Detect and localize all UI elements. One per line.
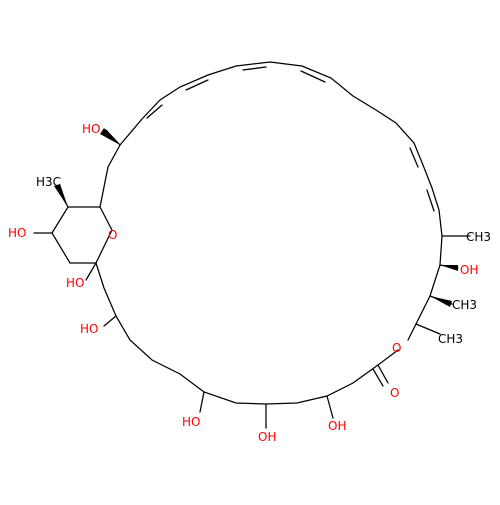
oh-bond-anomeric [85, 262, 97, 281]
wedge-ring-methyl [54, 184, 68, 207]
oh-bond-b1 [199, 391, 205, 413]
ho-anomeric-label: HO [66, 276, 84, 290]
double-bond-5 [409, 147, 419, 168]
wedge-right-methyl [430, 296, 452, 307]
carbonyl-bond-a [377, 364, 389, 384]
left-chain [99, 144, 121, 208]
oh-bottom-3-label: OH [328, 419, 346, 433]
polyene-chain-top [119, 61, 443, 237]
ho-ring-label: HO [8, 226, 26, 240]
oh-bond-top [105, 129, 121, 146]
double-bond-6 [426, 189, 435, 212]
oh-bond-b3 [326, 395, 334, 419]
double-bond-4 [300, 70, 326, 83]
wedge-right-oh [440, 265, 458, 271]
carbonyl-o-label: O [390, 386, 399, 400]
ch3-right-3-label: CH3 [438, 332, 463, 346]
stereo-wedges [54, 128, 458, 307]
double-bond-2 [185, 79, 209, 91]
methyl-bond-3 [415, 323, 441, 335]
ester-o-label: O [392, 341, 401, 355]
ester-o-to-carbonyl [377, 349, 399, 366]
oh-bottom-2-label: OH [258, 430, 276, 444]
double-bond-1 [146, 104, 163, 119]
ch3-right-2-label: CH3 [452, 298, 477, 312]
wedge-top-oh [100, 128, 120, 145]
ho-left-label: HO [80, 322, 98, 336]
oh-right-label: OH [460, 263, 478, 277]
carbonyl-bond-b [372, 368, 384, 387]
atom-labels: HO H3C HO O HO HO HO OH OH O O OH CH3 CH… [8, 122, 491, 444]
ring-o-label: O [108, 228, 117, 242]
ch3-right-1-label: CH3 [466, 230, 491, 244]
h3c-label: H3C [36, 175, 61, 189]
ho-bottom-1-label: HO [182, 415, 200, 429]
ho-top-label: HO [82, 122, 100, 136]
oh-bond-left [103, 315, 117, 327]
double-bond-3 [242, 66, 267, 71]
